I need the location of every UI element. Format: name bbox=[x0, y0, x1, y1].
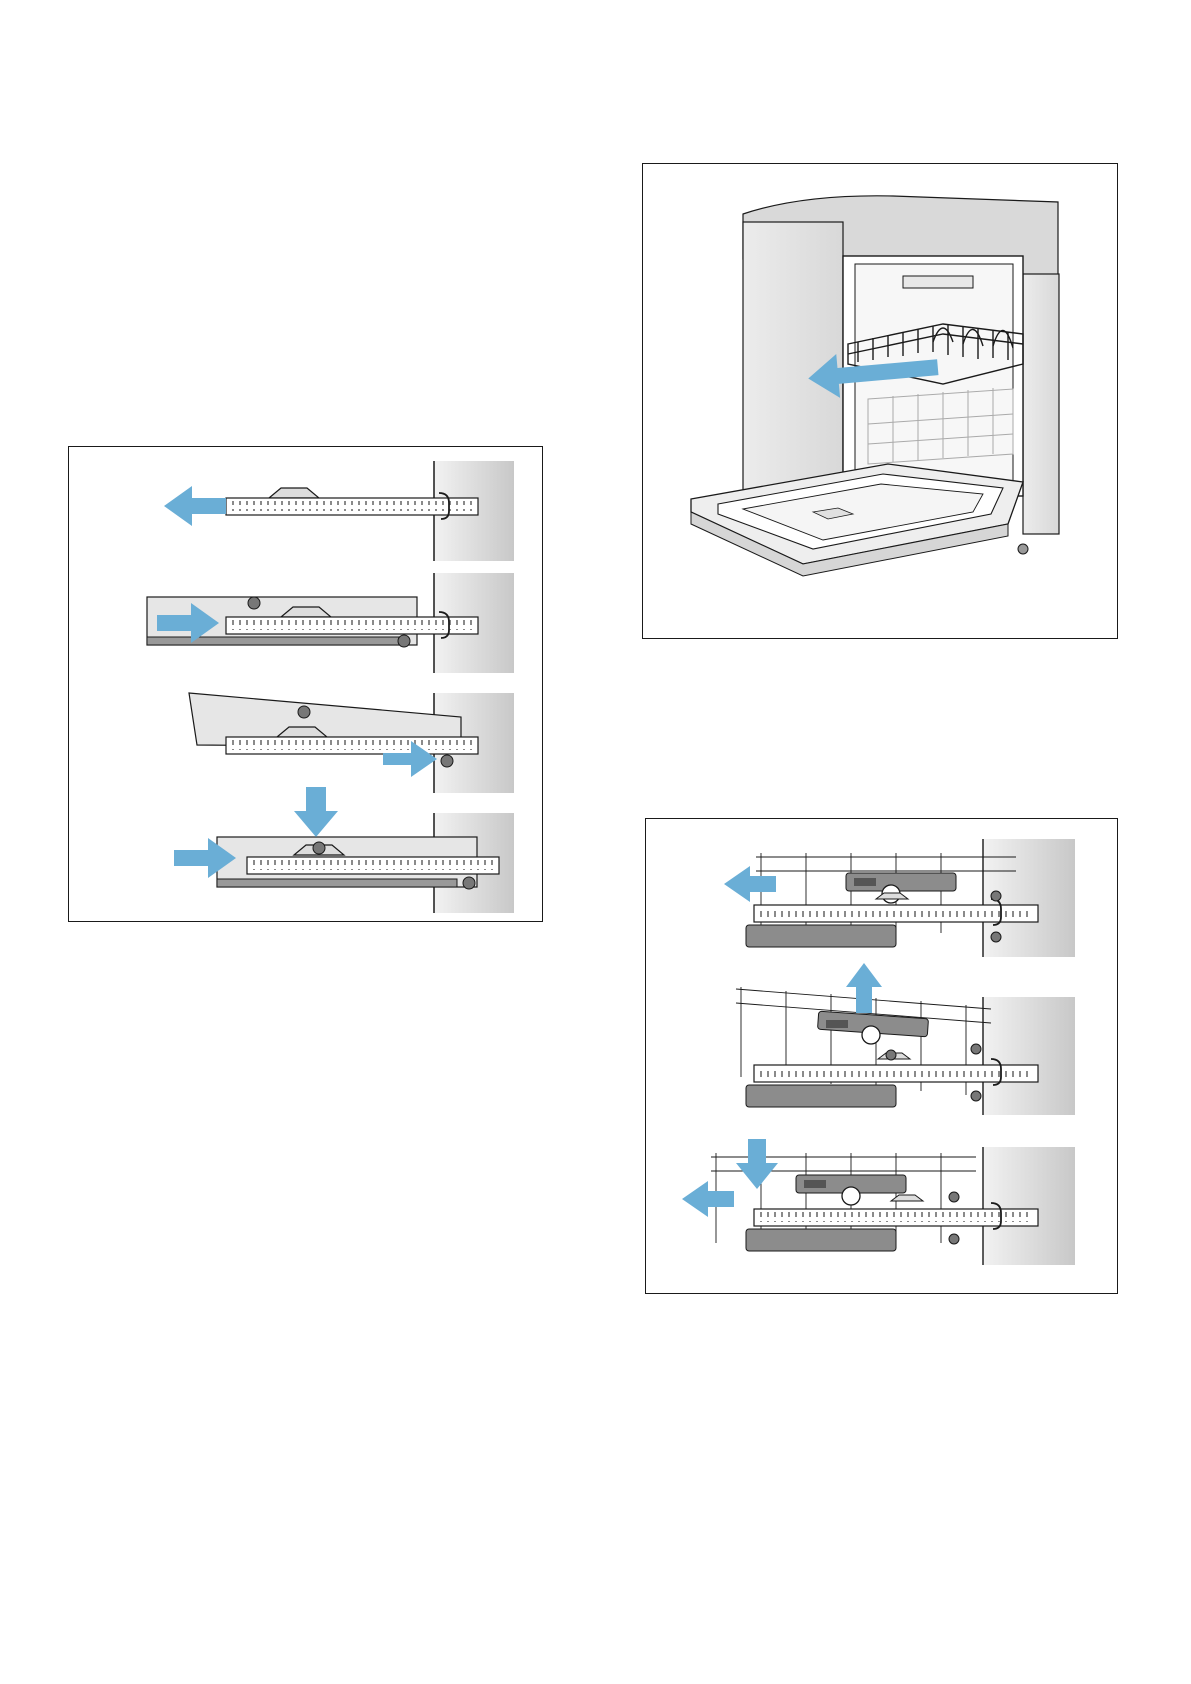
arrow-down-icon bbox=[736, 1139, 778, 1189]
rail-mounting-illustration bbox=[69, 447, 543, 922]
dishwasher-illustration bbox=[643, 164, 1118, 639]
step-3-basket bbox=[682, 1139, 1075, 1265]
arrow-down-icon bbox=[294, 787, 338, 837]
step-2-rail bbox=[147, 573, 514, 673]
arrow-left-icon bbox=[164, 486, 226, 526]
step-2-basket bbox=[736, 963, 1075, 1115]
arrow-up-icon bbox=[846, 963, 882, 1013]
step-3-rail bbox=[189, 693, 514, 793]
step-1-rail bbox=[164, 461, 514, 561]
arrow-left-icon bbox=[682, 1181, 734, 1217]
step-1-basket bbox=[724, 839, 1075, 957]
basket-release-illustration bbox=[646, 819, 1118, 1294]
basket-release-figure bbox=[645, 818, 1118, 1294]
step-4-rail bbox=[174, 787, 514, 913]
rail-mounting-figure bbox=[68, 446, 543, 922]
dishwasher-figure bbox=[642, 163, 1118, 639]
